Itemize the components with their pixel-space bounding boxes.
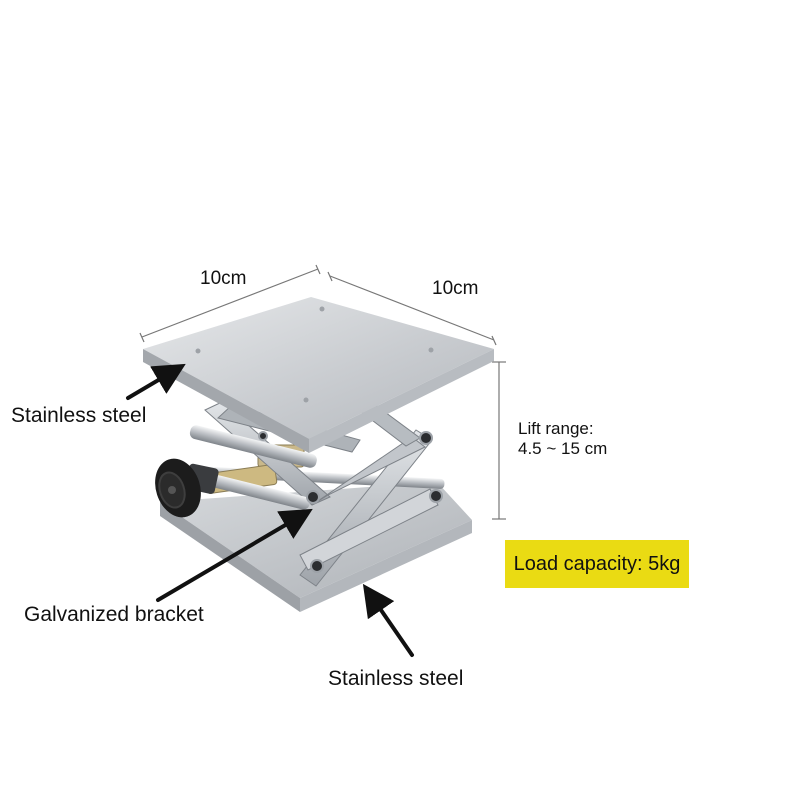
arrow-icon (362, 583, 414, 657)
width-dimension-label: 10cm (200, 268, 247, 289)
lift-range-value: 4.5 ~ 15 cm (518, 438, 608, 458)
lift-range-label: Lift range: 4.5 ~ 15 cm (518, 419, 607, 458)
bracket-callout: Galvanized bracket (24, 603, 204, 626)
top-plate-callout: Stainless steel (11, 404, 147, 427)
depth-dimension-label: 10cm (432, 278, 479, 299)
arrow-icon (126, 363, 186, 400)
dimension-line-width (139, 264, 321, 343)
adjust-knob-icon (155, 458, 219, 518)
base-plate-callout: Stainless steel (328, 667, 464, 690)
dimension-line-lift-range (492, 361, 506, 520)
lift-range-title: Lift range: (518, 419, 594, 438)
dimension-line-depth (327, 271, 497, 346)
cross-rods (189, 425, 317, 510)
pivot-bolts (258, 431, 443, 573)
load-capacity-badge: Load capacity: 5kg (505, 540, 689, 588)
arrow-icon (156, 508, 313, 602)
